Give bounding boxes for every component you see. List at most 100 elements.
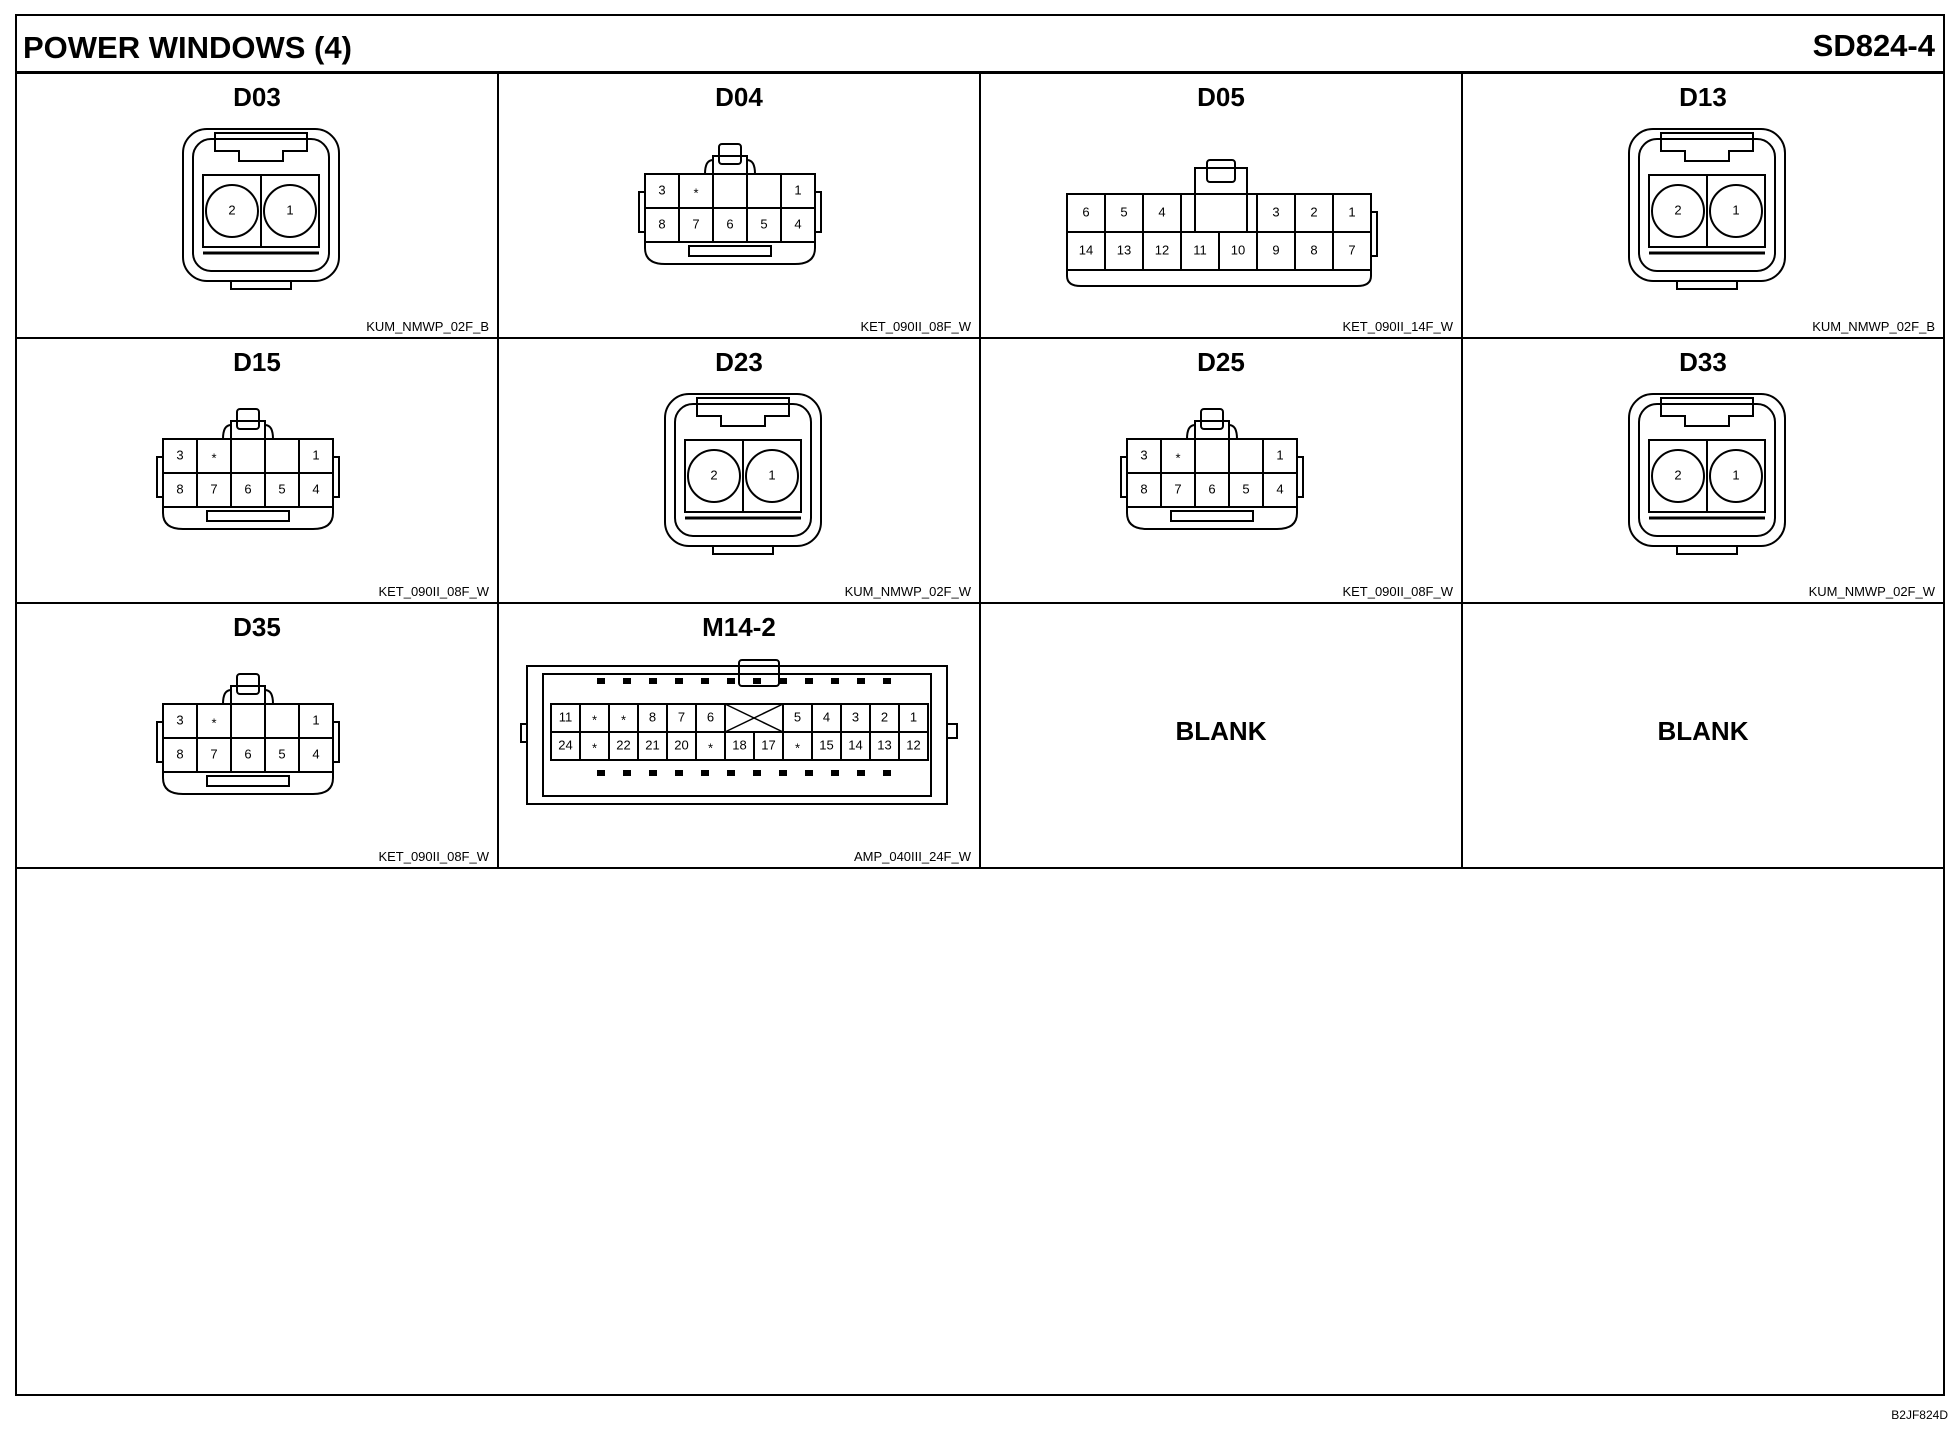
pin-label: 15 — [819, 737, 833, 752]
blocked-pin: * — [1175, 450, 1180, 465]
part-number: KET_090II_08F_W — [378, 849, 489, 864]
pin-cavity — [205, 184, 259, 238]
blank-label: BLANK — [1657, 716, 1749, 746]
bottom-tab — [230, 280, 292, 290]
pin-label: 8 — [176, 746, 183, 761]
pin-label: 8 — [658, 216, 665, 231]
terminal-marker — [753, 770, 761, 776]
housing-inner — [1638, 403, 1776, 537]
latch-arm — [264, 689, 274, 705]
pin-label: 2 — [1310, 204, 1317, 219]
terminal-marker — [675, 770, 683, 776]
part-number: KUM_NMWP_02F_B — [1812, 319, 1935, 334]
pin-label: 8 — [1140, 481, 1147, 496]
blocked-pin: * — [795, 740, 800, 755]
connector-id: D05 — [1197, 82, 1245, 112]
pin-label: 11 — [559, 709, 573, 724]
part-number: KET_090II_08F_W — [860, 319, 971, 334]
pin-label: 9 — [1272, 242, 1279, 257]
pin-cavity — [1709, 449, 1763, 503]
sheet-header: POWER WINDOWS (4) SD824-4 — [17, 16, 1943, 74]
terminal-marker — [623, 770, 631, 776]
pin-label: 2 — [881, 709, 888, 724]
part-number: KUM_NMWP_02F_W — [1808, 584, 1935, 599]
housing-inner — [1638, 138, 1776, 272]
connector-id: M14-2 — [702, 612, 776, 642]
pin-label: 8 — [649, 709, 656, 724]
pin-cavity — [745, 449, 799, 503]
pin-label: 1 — [1732, 202, 1739, 217]
terminal-marker — [883, 770, 891, 776]
pin-label: 8 — [176, 481, 183, 496]
bottom-rail — [206, 510, 290, 522]
pin-cavity — [780, 207, 816, 243]
blocked-pin: * — [592, 740, 597, 755]
pin-label: 4 — [823, 709, 830, 724]
sheet-code: SD824-4 — [1812, 28, 1935, 63]
pin-label: 3 — [1140, 447, 1147, 462]
terminal-marker — [701, 678, 709, 684]
part-number: KET_090II_08F_W — [378, 584, 489, 599]
pin-label: 7 — [1174, 481, 1181, 496]
terminal-marker — [883, 678, 891, 684]
empty-area — [17, 868, 1943, 1394]
blocked-pin: * — [211, 715, 216, 730]
pin-label: 4 — [1276, 481, 1283, 496]
terminal-marker — [597, 770, 605, 776]
pin-label: 12 — [906, 737, 920, 752]
terminal-marker — [753, 678, 761, 684]
part-number: KUM_NMWP_02F_W — [844, 584, 971, 599]
pin-label: 14 — [848, 737, 862, 752]
pin-label: 11 — [1193, 242, 1207, 257]
pin-label: 1 — [312, 712, 319, 727]
blank-label: BLANK — [1175, 716, 1267, 746]
pin-label: 7 — [678, 709, 685, 724]
pin-label: 5 — [278, 481, 285, 496]
bottom-rail — [1170, 510, 1254, 522]
terminal-marker — [649, 770, 657, 776]
pin-label: 24 — [558, 737, 572, 752]
pin-label: 3 — [176, 447, 183, 462]
latch — [696, 397, 790, 427]
terminal-marker — [675, 678, 683, 684]
pin-label: 5 — [1120, 204, 1127, 219]
terminal-marker — [831, 678, 839, 684]
latch-arm — [222, 689, 232, 705]
pin-label: 10 — [1231, 242, 1245, 257]
pin-cavity — [687, 449, 741, 503]
latch-head — [236, 673, 260, 695]
terminal-marker — [701, 770, 709, 776]
part-number: AMP_040III_24F_W — [853, 849, 971, 864]
terminal-marker — [857, 678, 865, 684]
pin-cavity — [1709, 184, 1763, 238]
latch-housing — [1194, 167, 1248, 232]
terminal-marker — [727, 770, 735, 776]
pin-label: 7 — [210, 481, 217, 496]
pin-label: 22 — [616, 737, 630, 752]
latch-arm — [264, 424, 274, 440]
pin-cavity — [898, 731, 929, 761]
pin-label: 1 — [768, 467, 775, 482]
latch-arm — [1228, 424, 1238, 440]
latch-arm — [704, 159, 714, 175]
part-number: KET_090II_14F_W — [1342, 319, 1453, 334]
latch — [214, 132, 308, 162]
terminal-marker — [623, 678, 631, 684]
bottom-tab — [1676, 280, 1738, 290]
housing-outer — [526, 665, 948, 805]
